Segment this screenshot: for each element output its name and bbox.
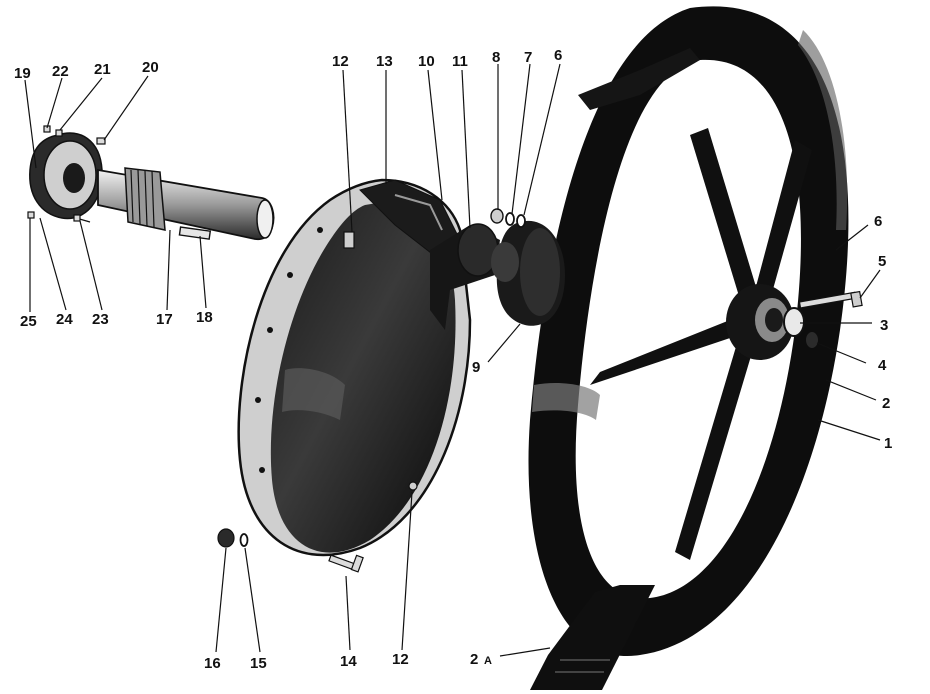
hub-neck <box>491 242 519 282</box>
callout-19: 19 <box>14 65 31 82</box>
callout-11: 11 <box>452 53 468 70</box>
callout-15: 15 <box>250 655 267 672</box>
case-top-rib <box>394 194 443 231</box>
hub-ring <box>516 214 526 228</box>
pulley-bolt <box>798 290 863 309</box>
shaft-key <box>178 226 212 240</box>
callout-6-right: 6 <box>874 213 882 230</box>
callout-12-upper: 12 <box>332 53 349 70</box>
callout-14: 14 <box>340 653 357 670</box>
belt-strip-lines <box>555 659 610 673</box>
callout-23: 23 <box>92 311 109 328</box>
callout-20: 20 <box>142 59 159 76</box>
bolt-14 <box>328 554 364 573</box>
callout-16: 16 <box>204 655 221 672</box>
callout-2a: 2 <box>470 651 478 668</box>
hub-cap <box>490 208 504 224</box>
pulley-rim-highlight <box>532 383 600 420</box>
bearing-cap-bore <box>63 163 85 193</box>
gear-teeth <box>130 169 155 228</box>
callout-4: 4 <box>878 357 887 374</box>
case-stud-upper <box>343 231 355 249</box>
pulley-spokes <box>590 128 812 560</box>
callout-25: 25 <box>20 313 37 330</box>
callout-labels: 19 22 21 20 25 24 23 17 18 12 13 10 11 8… <box>14 47 892 672</box>
callout-8: 8 <box>492 49 500 66</box>
pinion-gear <box>124 167 166 231</box>
case-cover-mottle <box>282 368 345 420</box>
callout-2: 2 <box>882 395 890 412</box>
callout-5: 5 <box>878 253 886 270</box>
pinion-assembly <box>27 125 275 241</box>
hub-lockwasher <box>505 212 515 226</box>
callout-10: 10 <box>418 53 435 70</box>
nut-16 <box>217 528 235 548</box>
hub-bore <box>765 308 783 332</box>
callout-6-upper: 6 <box>554 47 562 64</box>
hub-flange-face <box>520 228 560 316</box>
callout-12-lower: 12 <box>392 651 409 668</box>
callout-7: 7 <box>524 49 532 66</box>
callout-9: 9 <box>472 359 480 376</box>
callout-24: 24 <box>56 311 73 328</box>
case-stud-lower <box>408 481 418 491</box>
callout-1: 1 <box>884 435 892 452</box>
callout-2a-suffix: A <box>484 655 492 667</box>
pulley-rim <box>528 6 849 657</box>
pulley-rim-sheen <box>798 30 848 230</box>
callout-13: 13 <box>376 53 393 70</box>
gear-case <box>237 178 500 557</box>
callout-18: 18 <box>196 309 213 326</box>
drive-hub <box>490 208 565 326</box>
pulley-nut <box>806 332 818 348</box>
shaft-end <box>256 199 274 239</box>
loose-parts <box>217 528 364 573</box>
belt-pulley <box>528 6 863 690</box>
belt-top-flap <box>578 48 700 110</box>
callout-21: 21 <box>94 61 111 78</box>
leader-lines <box>24 63 881 657</box>
callout-3: 3 <box>880 317 888 334</box>
cap-screws <box>27 125 106 223</box>
callout-17: 17 <box>156 311 173 328</box>
pulley-washer <box>783 307 805 337</box>
callout-22: 22 <box>52 63 69 80</box>
lockwasher-15 <box>239 533 249 547</box>
belt-strip <box>530 585 655 690</box>
case-cover <box>270 203 456 553</box>
